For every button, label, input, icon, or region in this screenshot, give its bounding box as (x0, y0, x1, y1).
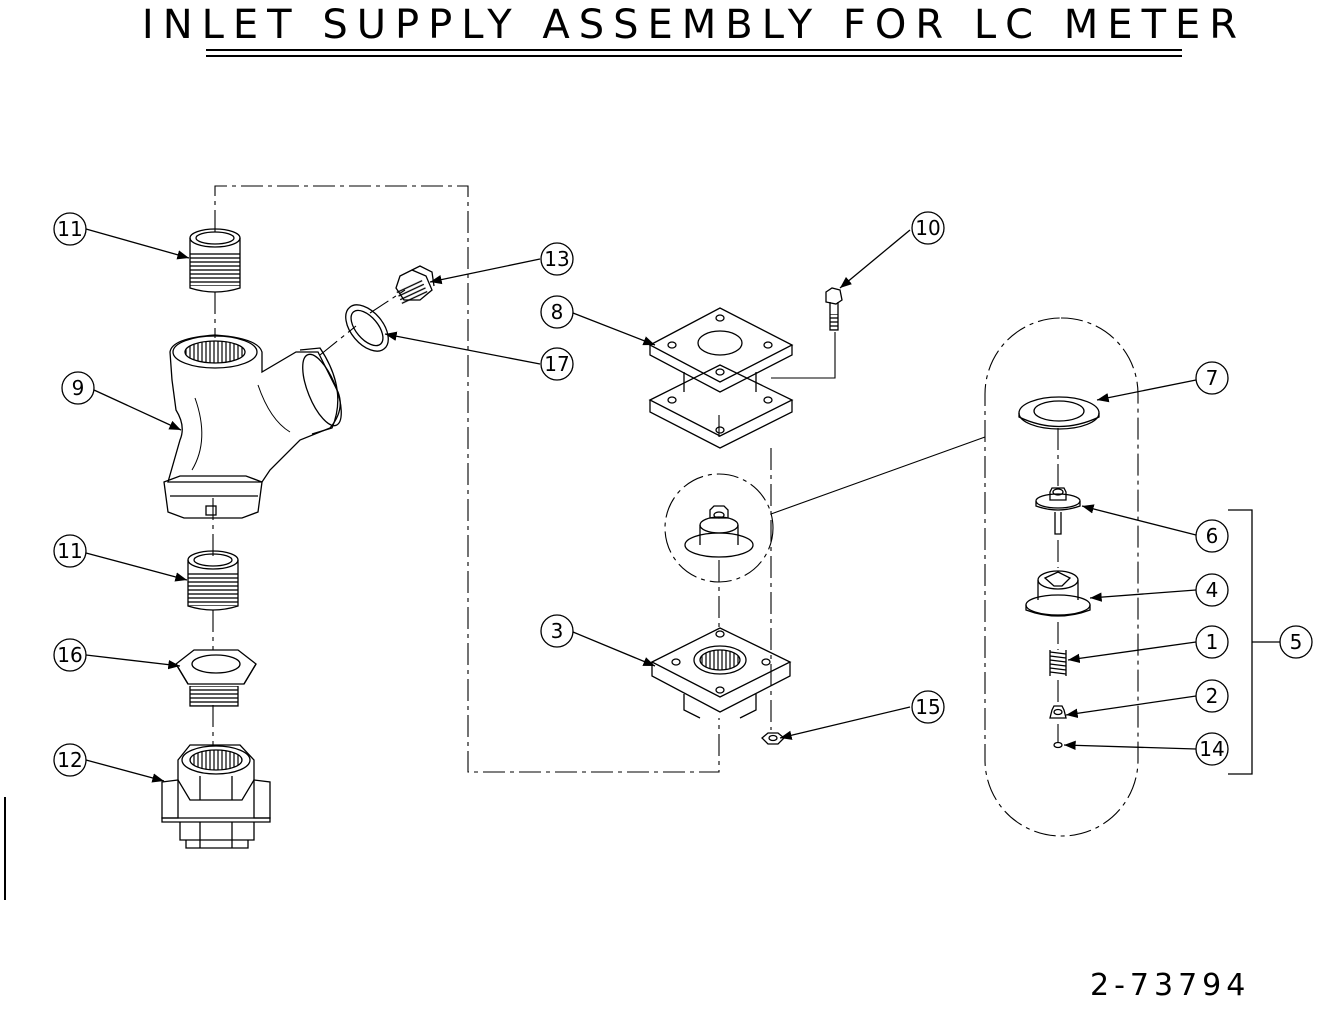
callout-9: 9 (61, 371, 95, 405)
svg-text:7: 7 (1206, 366, 1219, 390)
callout-16: 16 (53, 638, 87, 672)
callout-3: 3 (540, 614, 574, 648)
svg-text:13: 13 (544, 247, 569, 271)
part-5-bracket (1228, 509, 1253, 775)
center-lines (212, 185, 1139, 837)
callout-11-lower: 11 (53, 534, 87, 568)
part-4-retainer (1025, 570, 1091, 617)
callout-4: 4 (1195, 573, 1229, 607)
callout-10: 10 (911, 211, 945, 245)
title-underline-upper (206, 49, 1182, 51)
title-underline-lower (206, 55, 1182, 57)
margin-line (4, 797, 6, 900)
svg-text:12: 12 (57, 748, 82, 772)
part-11-lower-nipple (187, 550, 239, 611)
svg-text:15: 15 (915, 695, 940, 719)
part-2-poppet (1049, 705, 1067, 719)
callout-balloons: 11 13 17 9 11 16 12 8 10 (53, 211, 1313, 777)
callout-11-upper: 11 (53, 212, 87, 246)
svg-text:4: 4 (1206, 578, 1219, 602)
callout-8: 8 (540, 295, 574, 329)
callout-7: 7 (1195, 361, 1229, 395)
svg-text:10: 10 (915, 216, 940, 240)
valve-subassembly (684, 505, 754, 558)
part-3-flange-lower (650, 627, 792, 719)
callout-5: 5 (1279, 625, 1313, 659)
svg-text:14: 14 (1199, 737, 1224, 761)
part-17-gasket (345, 304, 389, 352)
svg-text:6: 6 (1206, 524, 1219, 548)
part-6-disc-stem (1035, 487, 1081, 535)
callout-13: 13 (540, 242, 574, 276)
drawing-title: INLET SUPPLY ASSEMBLY FOR LC METER (141, 2, 1247, 48)
svg-text:11: 11 (57, 539, 82, 563)
svg-text:5: 5 (1290, 630, 1303, 654)
svg-text:9: 9 (72, 376, 85, 400)
svg-text:16: 16 (57, 643, 82, 667)
callout-15: 15 (911, 690, 945, 724)
part-13-plug (395, 265, 435, 306)
part-16-hex-bushing (175, 649, 257, 707)
svg-text:8: 8 (551, 300, 564, 324)
part-10-bolt (825, 287, 843, 331)
leader-lines (85, 228, 1197, 783)
part-12-union (161, 744, 271, 849)
drawing-number: 2-73794 (1090, 968, 1251, 1003)
svg-text:1: 1 (1206, 630, 1219, 654)
part-7-seal-ring (1018, 396, 1100, 430)
part-1-spring (1049, 650, 1067, 676)
callout-6: 6 (1195, 519, 1229, 553)
svg-text:2: 2 (1206, 684, 1219, 708)
part-11-upper-nipple (189, 228, 241, 293)
part-9-y-strainer (163, 334, 342, 519)
svg-text:11: 11 (57, 217, 82, 241)
callout-14: 14 (1195, 732, 1229, 766)
part-8-flange-upper (648, 307, 794, 449)
callout-17: 17 (540, 347, 574, 381)
callout-1: 1 (1195, 625, 1229, 659)
part-14-o-ring (1053, 741, 1063, 749)
svg-text:3: 3 (551, 619, 564, 643)
callout-2: 2 (1195, 679, 1229, 713)
callout-12: 12 (53, 743, 87, 777)
svg-text:17: 17 (544, 352, 569, 376)
